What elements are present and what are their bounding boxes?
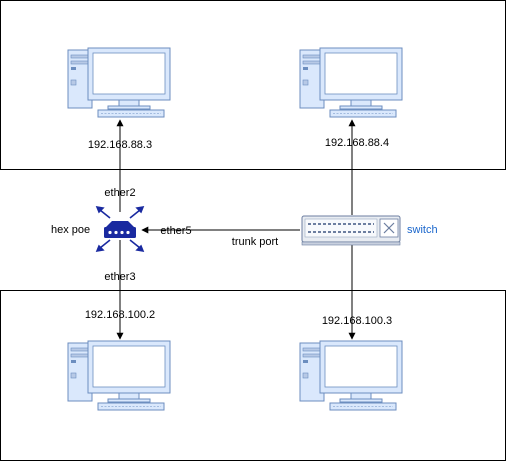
switch-icon: [301, 215, 401, 246]
port-label-ether3: ether3: [104, 271, 135, 283]
router-icon: [95, 205, 145, 253]
port-label-ether2: ether2: [104, 187, 135, 199]
pc-top-left-icon: [67, 47, 171, 118]
pc-bottom-right-ip: 192.168.100.3: [322, 315, 392, 327]
pc-bottom-left-icon: [67, 340, 171, 411]
port-label-ether5: ether5: [160, 225, 191, 237]
pc-bottom-left-ip: 192.168.100.2: [85, 309, 155, 321]
router-label: hex poe: [51, 224, 90, 236]
trunk-port-label: trunk port: [232, 236, 278, 248]
pc-bottom-right-icon: [299, 340, 403, 411]
switch-label: switch: [407, 224, 438, 236]
pc-top-right-ip: 192.168.88.4: [325, 137, 389, 149]
pc-top-right-icon: [299, 47, 403, 118]
pc-top-left-ip: 192.168.88.3: [88, 139, 152, 151]
